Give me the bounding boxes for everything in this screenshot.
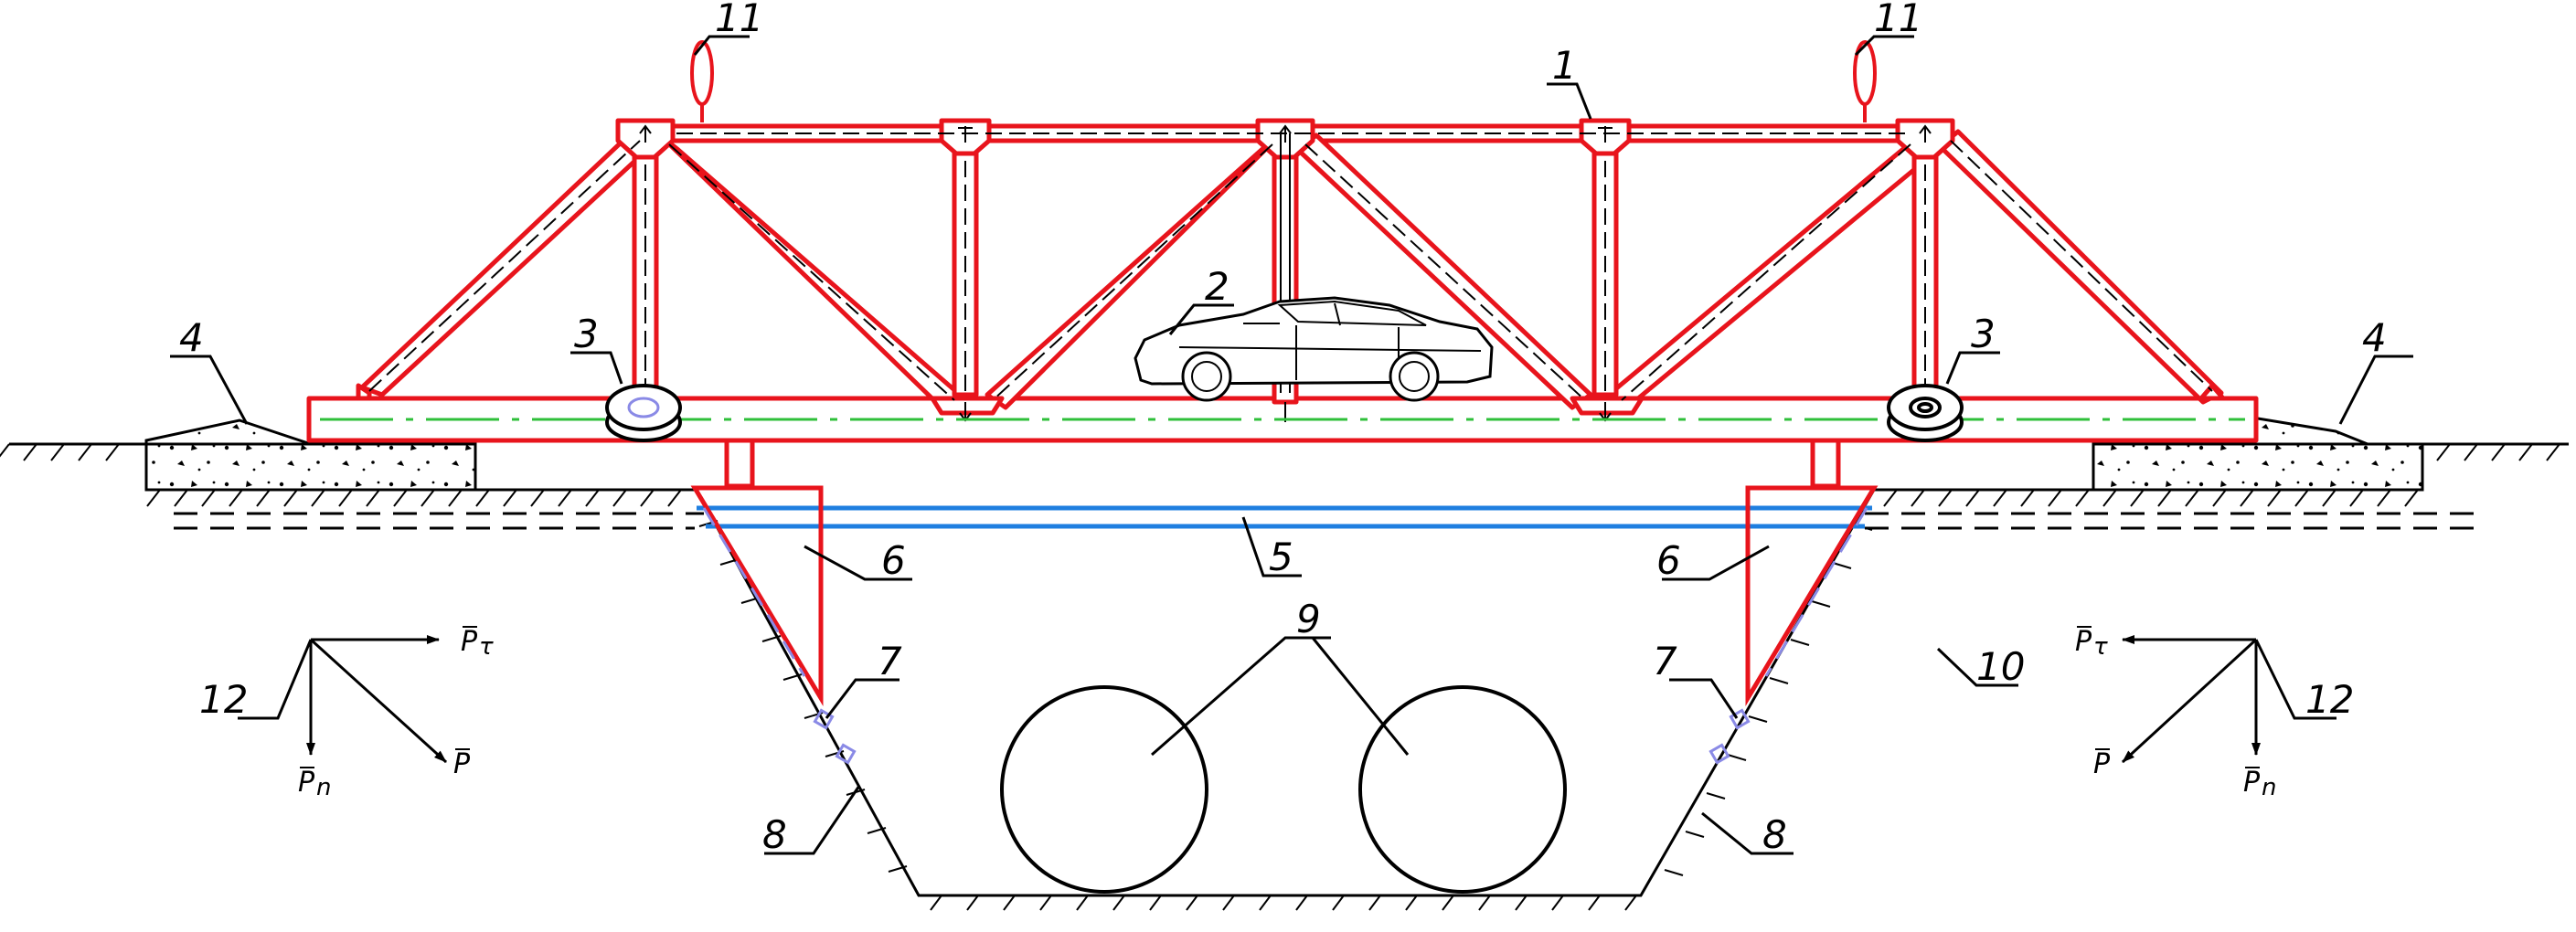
trench bbox=[695, 489, 1876, 911]
label-4-right: 4 bbox=[2362, 315, 2387, 360]
truss bbox=[306, 118, 2259, 443]
car bbox=[1134, 296, 1494, 402]
water-lines bbox=[697, 505, 1872, 529]
vector-label-tau-left-sub: τ bbox=[479, 633, 494, 661]
lamps bbox=[690, 40, 1877, 122]
vector-labels: P τ P n P P τ P n P bbox=[298, 626, 2276, 801]
pipe-left bbox=[1000, 685, 1208, 894]
label-3-left: 3 bbox=[574, 312, 599, 356]
vector-label-tau-right-sub: τ bbox=[2093, 633, 2108, 661]
vector-label-n-right-sub: n bbox=[2262, 774, 2276, 801]
label-7-left: 7 bbox=[878, 639, 902, 683]
label-8-left: 8 bbox=[762, 812, 787, 857]
label-11-left: 11 bbox=[715, 0, 763, 40]
labels: 11 11 1 2 3 3 4 4 5 6 6 7 7 8 8 9 10 12 … bbox=[179, 0, 2387, 857]
label-12-left: 12 bbox=[199, 677, 248, 722]
label-3-right: 3 bbox=[1971, 312, 1996, 356]
pipes bbox=[1000, 685, 1567, 894]
vector-label-p-left: P bbox=[453, 748, 471, 780]
label-1: 1 bbox=[1552, 43, 1577, 88]
label-12-right: 12 bbox=[2305, 677, 2354, 722]
vector-label-n-left-p: P bbox=[298, 767, 315, 799]
truss-axes bbox=[368, 132, 2213, 401]
vector-label-p-right: P bbox=[2093, 748, 2111, 780]
vector-label-tau-left-p: P bbox=[461, 626, 478, 658]
label-6-left: 6 bbox=[881, 538, 906, 583]
label-7-right: 7 bbox=[1653, 639, 1677, 683]
label-9: 9 bbox=[1296, 597, 1321, 641]
anchor-joints bbox=[702, 507, 1868, 765]
label-4-left: 4 bbox=[179, 315, 204, 360]
rollers bbox=[605, 384, 1964, 442]
label-2: 2 bbox=[1205, 264, 1229, 309]
label-6-right: 6 bbox=[1656, 538, 1681, 583]
label-8-right: 8 bbox=[1762, 812, 1787, 857]
label-10: 10 bbox=[1976, 644, 2025, 689]
label-11-right: 11 bbox=[1874, 0, 1922, 40]
pipe-right bbox=[1358, 685, 1567, 894]
force-vectors bbox=[306, 635, 2261, 764]
vector-label-n-left-sub: n bbox=[316, 774, 331, 801]
vector-label-tau-right-p: P bbox=[2075, 626, 2092, 658]
leader-lines bbox=[170, 35, 2413, 855]
label-5: 5 bbox=[1269, 535, 1293, 579]
vector-label-n-right-p: P bbox=[2243, 767, 2261, 799]
